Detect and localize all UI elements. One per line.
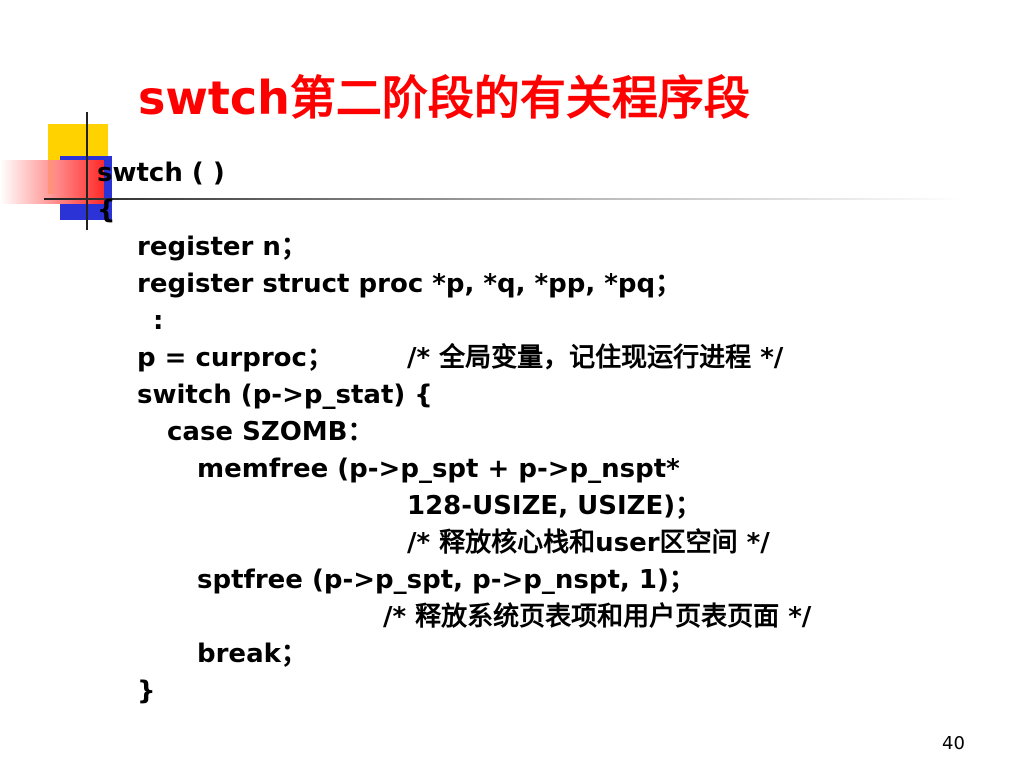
- code-line-curproc: p = curproc；: [137, 343, 333, 373]
- code-line-sptfree: sptfree (p->p_spt, p->p_nspt, 1)；: [197, 565, 695, 595]
- code-comment-sptfree: /* 释放系统页表项和用户页表页面 */: [383, 602, 812, 632]
- code-line-ellipsis: :: [153, 306, 164, 336]
- code-line-close-brace: }: [137, 676, 156, 706]
- code-line-break: break；: [197, 639, 307, 669]
- code-line-memfree: memfree (p->p_spt + p->p_nspt*: [197, 454, 680, 484]
- horizontal-rule-decoration: [44, 198, 964, 200]
- code-line-open-brace: {: [97, 195, 116, 225]
- code-comment-curproc: /* 全局变量，记住现运行进程 */: [407, 343, 784, 373]
- code-line-register-n: register n；: [137, 232, 307, 262]
- code-line-function-header: swtch ( ): [97, 158, 225, 188]
- slide-title: swtch第二阶段的有关程序段: [138, 71, 750, 125]
- code-line-switch: switch (p->p_stat) {: [137, 380, 433, 410]
- code-line-register-struct: register struct proc *p, *q, *pp, *pq；: [137, 269, 682, 299]
- code-line-case-szomb: case SZOMB：: [167, 417, 374, 447]
- vertical-line-decoration: [86, 112, 88, 230]
- code-line-memfree-args: 128-USIZE, USIZE)；: [407, 491, 702, 521]
- code-comment-memfree: /* 释放核心栈和user区空间 */: [407, 528, 770, 558]
- page-number: 40: [942, 733, 965, 754]
